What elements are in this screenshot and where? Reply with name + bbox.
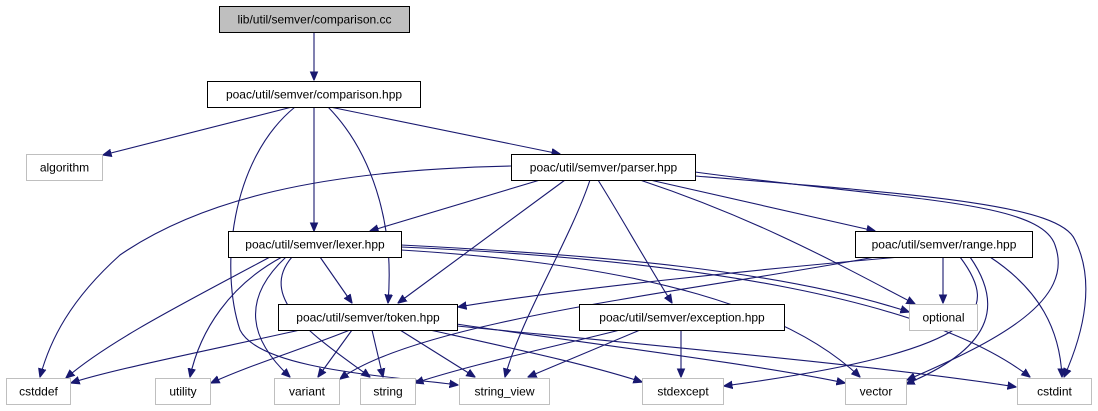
- edge-range-hpp-to-variant: [340, 256, 876, 379]
- node-label: algorithm: [40, 161, 89, 175]
- node-label: variant: [289, 385, 326, 399]
- edge-token-hpp-to-utility: [211, 329, 351, 383]
- edge-comparison-hpp-to-algorithm: [103, 106, 293, 155]
- edge-token-hpp-to-string: [371, 329, 383, 377]
- edge-parser-hpp-to-range-hpp: [649, 179, 875, 231]
- node-comparison-hpp[interactable]: poac/util/semver/comparison.hpp: [207, 81, 421, 108]
- edge-lexer-hpp-to-token-hpp: [319, 256, 352, 303]
- node-string: string: [360, 378, 416, 405]
- node-optional: optional: [909, 304, 978, 331]
- node-label: poac/util/semver/token.hpp: [296, 311, 440, 325]
- node-label: vector: [860, 385, 893, 399]
- node-label: cstdint: [1037, 385, 1072, 399]
- edge-lexer-hpp-to-variant: [254, 256, 290, 377]
- node-box: [274, 378, 340, 405]
- node-label: utility: [169, 385, 196, 399]
- node-box: [207, 81, 421, 108]
- node-range-hpp[interactable]: poac/util/semver/range.hpp: [855, 231, 1033, 258]
- node-box: [579, 304, 785, 331]
- node-stdexcept: stdexcept: [642, 378, 724, 405]
- node-label: stdexcept: [657, 385, 709, 399]
- edge-parser-hpp-to-optional: [639, 179, 915, 304]
- edge-exception-hpp-to-string: [415, 329, 621, 383]
- node-box: [459, 378, 550, 405]
- edge-token-hpp-to-vector: [455, 323, 845, 383]
- edge-range-hpp-to-token-hpp: [458, 256, 901, 307]
- edge-exception-hpp-to-string-view: [528, 329, 641, 377]
- node-box: [1017, 378, 1092, 405]
- edge-token-hpp-to-stdexcept: [429, 329, 642, 382]
- node-label: string_view: [474, 385, 534, 399]
- node-label: optional: [922, 311, 964, 325]
- node-cstddef: cstddef: [6, 378, 71, 405]
- edge-range-hpp-to-cstdint: [989, 256, 1062, 377]
- edge-parser-hpp-to-exception-hpp: [597, 179, 672, 303]
- edge-comparison-hpp-to-token-hpp: [327, 106, 389, 303]
- edge-parser-hpp-to-cstdint: [694, 175, 1087, 377]
- node-comparison-cc[interactable]: lib/util/semver/comparison.cc: [219, 6, 410, 33]
- node-utility: utility: [155, 378, 211, 405]
- node-box: [511, 154, 696, 181]
- node-label: poac/util/semver/parser.hpp: [530, 161, 678, 175]
- node-box: [219, 6, 410, 33]
- node-box: [855, 231, 1033, 258]
- node-parser-hpp[interactable]: poac/util/semver/parser.hpp: [511, 154, 696, 181]
- node-box: [228, 231, 402, 258]
- edge-lexer-hpp-to-cstdint: [400, 246, 1030, 377]
- node-box: [642, 378, 724, 405]
- edge-lexer-hpp-to-vector: [400, 249, 860, 377]
- edge-lexer-hpp-to-cstddef: [66, 256, 271, 378]
- edge-parser-hpp-to-cstddef: [40, 165, 512, 377]
- node-label: cstddef: [19, 385, 58, 399]
- node-vector: vector: [845, 378, 907, 405]
- node-variant: variant: [274, 378, 340, 405]
- edge-parser-hpp-to-vector: [694, 171, 1059, 380]
- edge-range-hpp-to-vector: [906, 256, 989, 384]
- edge-parser-hpp-to-token-hpp: [398, 179, 566, 303]
- node-label: lib/util/semver/comparison.cc: [237, 13, 391, 27]
- edge-token-hpp-to-variant: [318, 329, 353, 377]
- node-box: [26, 154, 103, 181]
- node-exception-hpp[interactable]: poac/util/semver/exception.hpp: [579, 304, 785, 331]
- node-label: poac/util/semver/comparison.hpp: [226, 88, 402, 102]
- dependency-nodes: lib/util/semver/comparison.cc poac/util/s…: [6, 6, 1092, 405]
- node-box: [278, 304, 458, 331]
- node-string-view: string_view: [459, 378, 550, 405]
- node-label: poac/util/semver/exception.hpp: [599, 311, 765, 325]
- edge-lexer-hpp-to-utility: [190, 256, 283, 377]
- node-box: [6, 378, 71, 405]
- edge-token-hpp-to-cstdint: [456, 325, 1016, 387]
- node-lexer-hpp[interactable]: poac/util/semver/lexer.hpp: [228, 231, 402, 258]
- edge-parser-hpp-to-string-view: [505, 179, 591, 377]
- edge-lexer-hpp-to-optional: [400, 244, 909, 312]
- node-cstdint: cstdint: [1017, 378, 1092, 405]
- node-box: [360, 378, 416, 405]
- node-label: string: [373, 385, 402, 399]
- node-label: poac/util/semver/lexer.hpp: [245, 238, 385, 252]
- node-algorithm: algorithm: [26, 154, 103, 181]
- edge-token-hpp-to-cstddef: [71, 329, 301, 383]
- node-box: [909, 304, 978, 331]
- node-token-hpp[interactable]: poac/util/semver/token.hpp: [278, 304, 458, 331]
- dependency-edges: [40, 32, 1087, 387]
- edge-comparison-hpp-to-parser-hpp: [329, 106, 560, 154]
- edge-parser-hpp-to-lexer-hpp: [370, 179, 541, 231]
- node-box: [155, 378, 211, 405]
- node-box: [845, 378, 907, 405]
- node-label: poac/util/semver/range.hpp: [872, 238, 1017, 252]
